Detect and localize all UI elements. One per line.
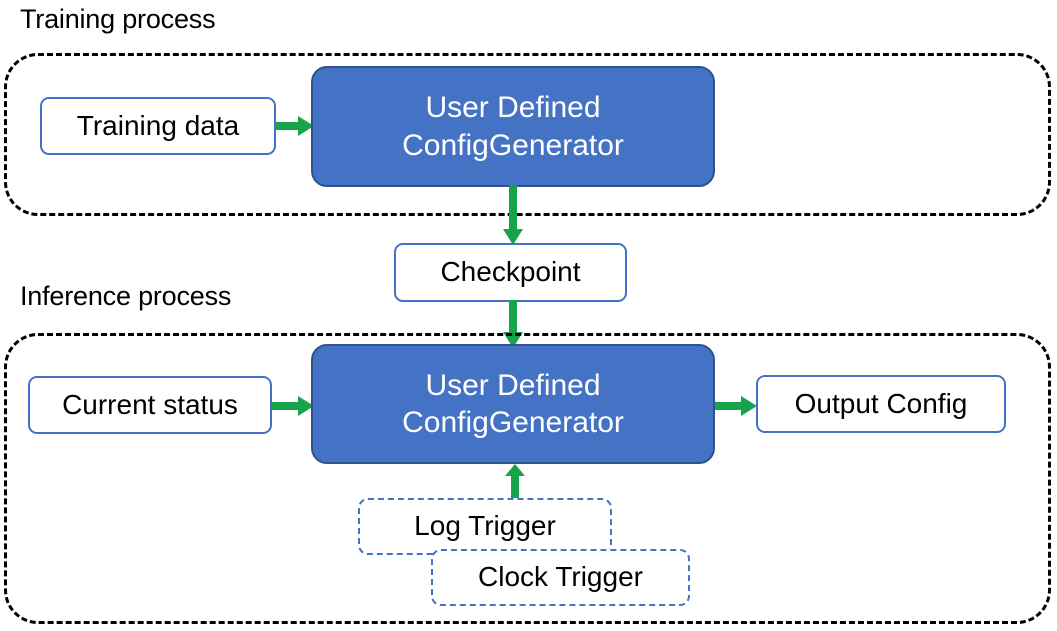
inference-config-generator-node[interactable]: User Defined ConfigGenerator	[311, 344, 715, 464]
checkpoint-node[interactable]: Checkpoint	[394, 243, 627, 302]
training-process-container	[4, 53, 1051, 216]
current-status-node[interactable]: Current status	[28, 376, 272, 434]
output-config-node[interactable]: Output Config	[756, 375, 1006, 433]
inference-generator-line1: User Defined	[425, 368, 601, 402]
inference-process-label: Inference process	[20, 281, 232, 311]
training-config-generator-node[interactable]: User Defined ConfigGenerator	[311, 66, 715, 187]
clock-trigger-node[interactable]: Clock Trigger	[431, 549, 690, 606]
inference-process-container	[4, 333, 1051, 624]
log-trigger-node[interactable]: Log Trigger	[358, 498, 612, 555]
inference-generator-line2: ConfigGenerator	[402, 406, 624, 439]
training-generator-line2: ConfigGenerator	[402, 128, 624, 162]
training-process-label: Training process	[20, 4, 216, 34]
training-generator-line1: User Defined	[425, 91, 601, 124]
training-data-node[interactable]: Training data	[40, 97, 276, 155]
